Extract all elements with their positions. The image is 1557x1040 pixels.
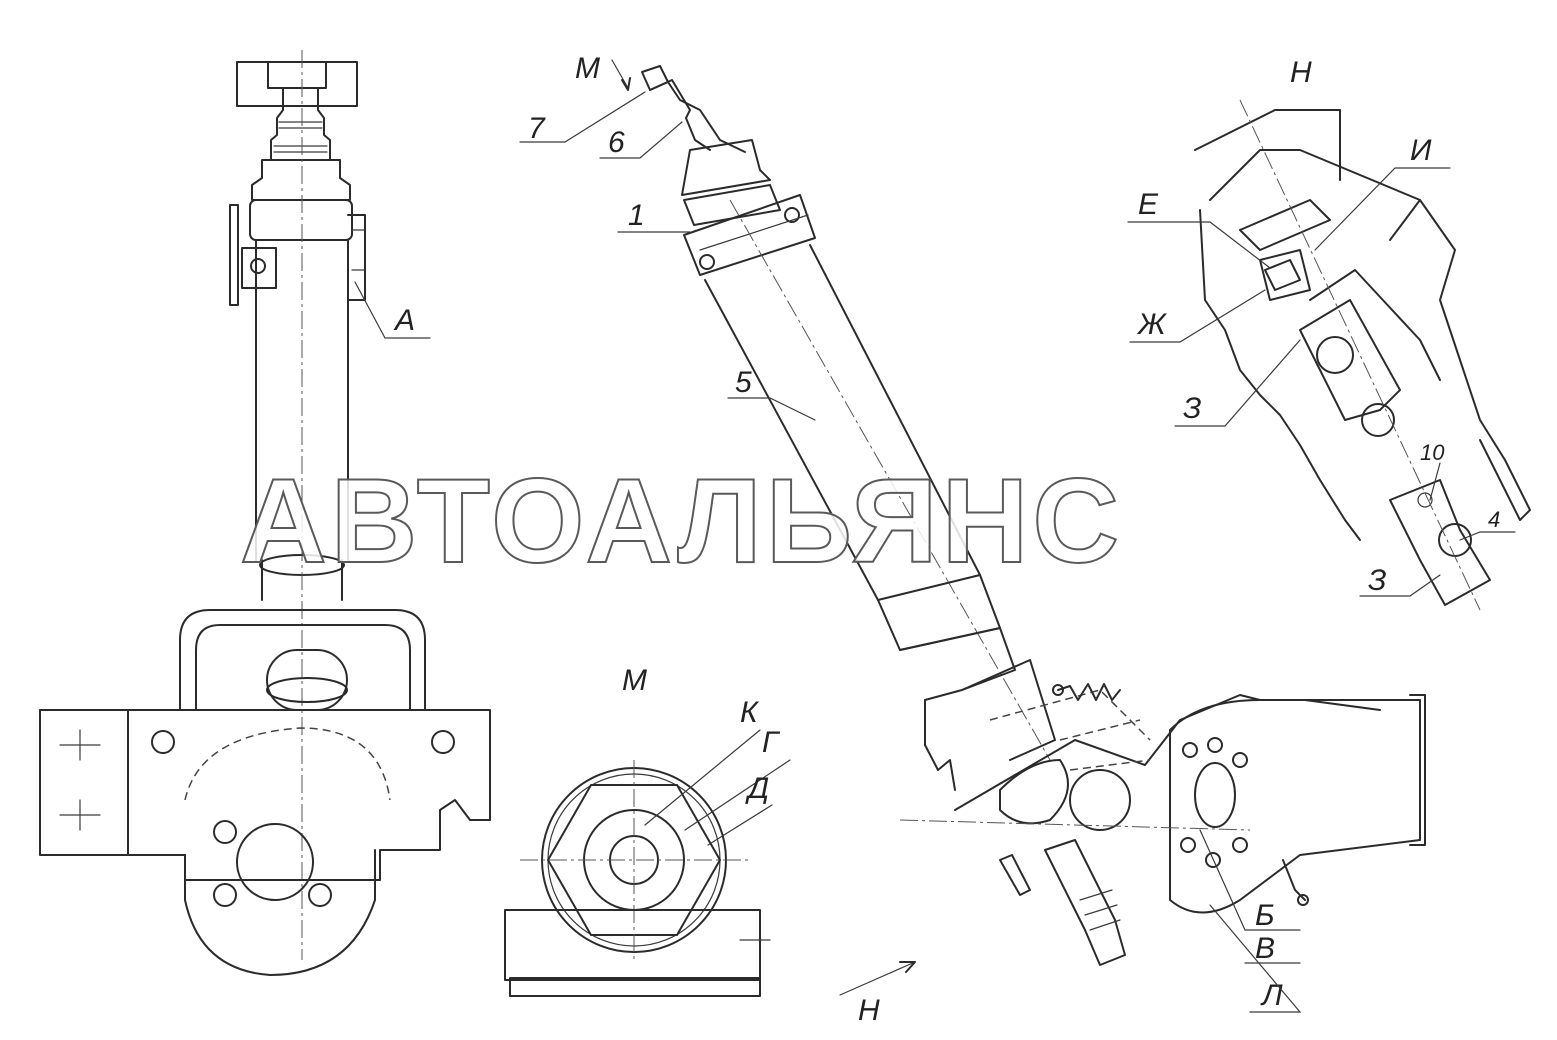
label-z-lower: З [1368,564,1386,597]
top-tbar [236,61,358,107]
left-column-view [39,50,491,976]
label-view-m-bottom: М [622,664,647,697]
label-a-left: А [393,304,415,337]
label-k: К [740,696,760,729]
label-view-h-top: Н [1290,56,1312,89]
view-m-base [504,909,761,981]
label-4: 4 [1488,507,1500,532]
label-d: Д [745,772,769,805]
label-b: Б [1255,899,1275,932]
label-1: 1 [628,199,645,232]
label-l: Л [1260,979,1283,1012]
label-i: И [1410,134,1432,167]
label-v: В [1255,932,1275,965]
label-g: Г [762,726,781,759]
label-e: Е [1138,188,1159,221]
label-view-m-arrow: М [575,52,600,85]
label-7: 7 [528,112,546,145]
label-6: 6 [608,126,625,159]
label-zh: Ж [1136,308,1167,341]
watermark-text: АВТОАЛЬЯНС [240,454,1123,588]
label-view-h-arrow: Н [858,994,880,1027]
annotations: М 7 6 1 5 А Н Е И Ж З 10 4 [354,52,1516,1027]
label-5: 5 [735,366,752,399]
view-m [504,760,771,997]
section-h-view [1194,99,1531,611]
label-10: 10 [1420,440,1445,465]
center-inclined-view [641,65,1426,966]
label-z-upper: З [1183,392,1201,425]
